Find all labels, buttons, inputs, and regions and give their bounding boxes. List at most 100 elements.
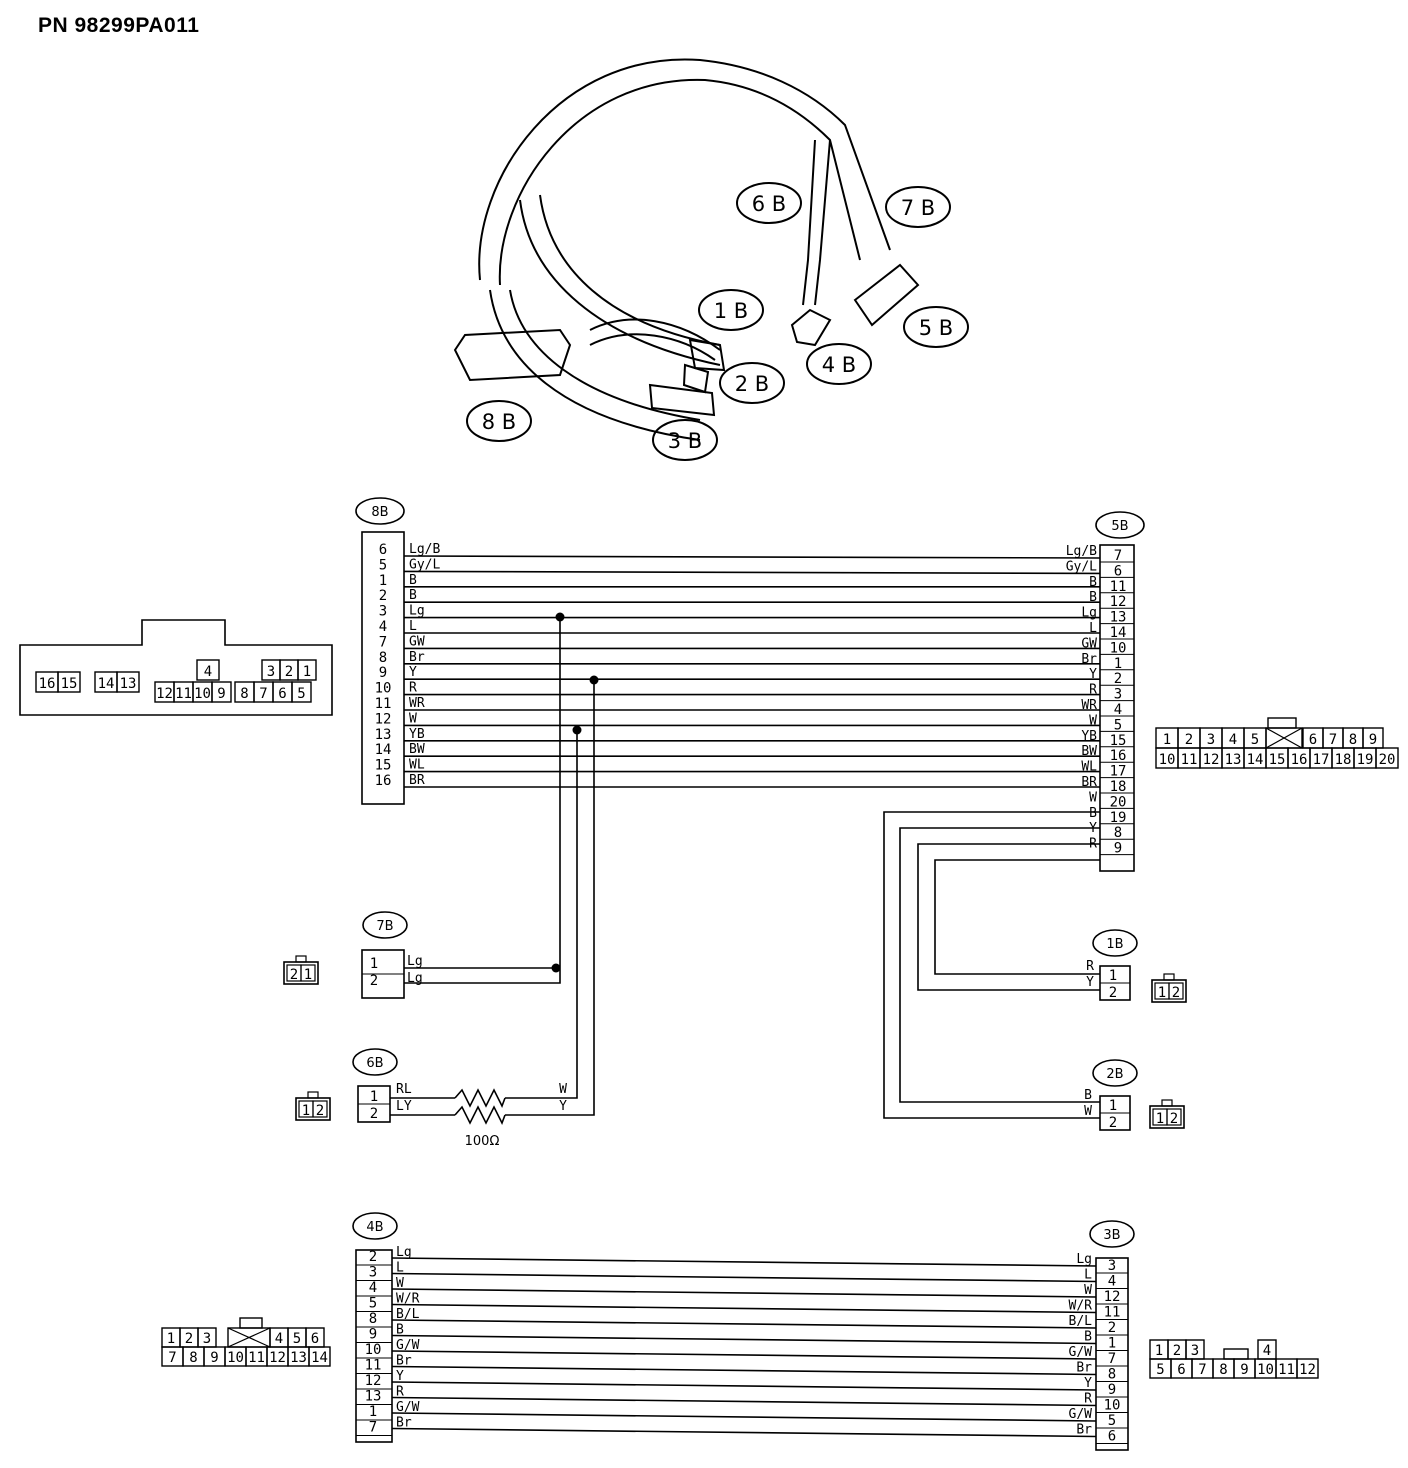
connector-8b-id-ring [355, 497, 405, 525]
bottom-wire-8 [391, 1381, 1097, 1391]
harness-tube-1 [498, 78, 861, 286]
face-5b-top-b-num-7: 7 [1329, 732, 1337, 748]
connector-4b-pin-13: 13 [365, 1389, 382, 1405]
face-8b-br2-num-8: 8 [240, 686, 248, 702]
face-5b-bottom-num-13: 13 [1225, 752, 1242, 768]
wire-2b-1: W [1084, 1104, 1092, 1119]
face-4b-bottom-num-13: 13 [290, 1350, 307, 1366]
wire-3b-10: G/W [1069, 1407, 1093, 1422]
face-4b-top-a-num-3: 3 [203, 1331, 211, 1347]
connector-8b-pin-10: 10 [375, 681, 392, 697]
part-number-title: PN 98299PA011 [38, 14, 200, 37]
connector-4b-pin-2: 2 [369, 1249, 377, 1265]
face-3b-bottom-cell-12 [1296, 1358, 1319, 1379]
connector-4b-pin-1: 1 [369, 1404, 377, 1420]
harness-callout-label-0: 6 B [752, 192, 786, 216]
face-4b-top-a-num-1: 1 [167, 1331, 175, 1347]
wire-5b-5: L [1089, 621, 1097, 636]
face-6b-latch [307, 1091, 319, 1099]
wire-5b-15: BR [1081, 775, 1097, 790]
main-wire-1 [403, 570, 1101, 575]
wire-4b-0: Lg [396, 1245, 412, 1260]
wire-4b-10: G/W [396, 1400, 420, 1415]
connector-5b-pin-17: 17 [1110, 764, 1127, 780]
face-5b-bottom-num-20: 20 [1379, 752, 1396, 768]
wire-5b-13: BW [1081, 744, 1097, 759]
face-8b-num-top-0: 4 [204, 664, 212, 680]
harness-callout-7 [652, 419, 718, 461]
connector-5b-pin-4: 4 [1114, 702, 1122, 718]
connector-5b-pin-13: 13 [1110, 610, 1127, 626]
wire-4b-6: G/W [396, 1338, 420, 1353]
face-5b-bottom-num-10: 10 [1159, 752, 1176, 768]
face-4b-latch [239, 1317, 263, 1329]
connector-4b-id: 4B [366, 1220, 383, 1235]
face-7b-cell-1 [300, 964, 316, 982]
face-3b-latch [1223, 1348, 1249, 1360]
wire-3b-1: L [1084, 1268, 1092, 1283]
face-8b-bl-cell-15 [57, 671, 81, 693]
connector-4b-pin-12: 12 [365, 1373, 382, 1389]
wire-3b-4: B/L [1069, 1314, 1093, 1329]
wire-1b-0: R [1086, 959, 1094, 974]
connector-8b-pin-11: 11 [375, 696, 392, 712]
connector-3b-pin-10: 10 [1104, 1398, 1121, 1414]
connector-3b-id-ring [1089, 1220, 1135, 1248]
connector-8b-pin-16: 16 [375, 773, 392, 789]
wire-8b-5: L [409, 619, 417, 634]
face-3b-bottom-num-12: 12 [1299, 1362, 1316, 1378]
connector-3b-pin-5: 5 [1108, 1413, 1116, 1429]
branch-b-2b [899, 827, 1100, 1103]
harness-1b-plug [688, 338, 726, 372]
face-5b-bottom-num-11: 11 [1181, 752, 1198, 768]
splice-lg [555, 612, 565, 622]
wire-4b-3: W/R [396, 1292, 420, 1307]
wire-1b-1: Y [1086, 975, 1094, 990]
wire-4b-11: Br [396, 1416, 412, 1431]
wire-6b-left-0: RL [396, 1082, 412, 1097]
face-5b-bottom-num-19: 19 [1357, 752, 1374, 768]
connector-8b-id: 8B [371, 505, 388, 520]
wire-7b-0: Lg [407, 954, 423, 969]
branch-y-1b [917, 843, 1100, 991]
bottom-wire-3 [391, 1303, 1097, 1314]
splice-r [589, 675, 599, 685]
face-4b-bottom-num-8: 8 [189, 1350, 197, 1366]
connector-5b-pin-20: 20 [1110, 794, 1127, 810]
connector-2b-pin-2: 2 [1109, 1115, 1117, 1131]
connector-5b-id-ring [1095, 511, 1145, 539]
connector-3b-body [1095, 1257, 1129, 1451]
face-8b-top-num-3: 3 [267, 664, 275, 680]
wire-3b-2: W [1084, 1283, 1092, 1298]
face-8b-housing [19, 619, 333, 716]
face-5b-top-a-num-3: 3 [1207, 732, 1215, 748]
face-8b-br1-num-12: 12 [156, 686, 173, 702]
wire-4b-9: R [396, 1385, 404, 1400]
face-3b-bottom-num-5: 5 [1156, 1362, 1164, 1378]
bottom-wire-9 [391, 1396, 1097, 1407]
connector-5b-pin-15: 15 [1110, 733, 1127, 749]
face-2b-latch [1161, 1099, 1173, 1107]
connector-5b-pin-7: 7 [1114, 548, 1122, 564]
connector-8b-pin-12: 12 [375, 711, 392, 727]
connector-3b-pin-1: 1 [1108, 1336, 1116, 1352]
connector-5b-pin-2: 2 [1114, 671, 1122, 687]
connector-1b-id-ring [1092, 929, 1138, 957]
wire-3b-9: R [1084, 1392, 1092, 1407]
bottom-wire-11 [391, 1427, 1097, 1438]
face-7b-num-2: 2 [290, 967, 298, 983]
connector-4b-pin-10: 10 [365, 1342, 382, 1358]
face-4b-top-b-num-6: 6 [311, 1331, 319, 1347]
wire-5b-12: YB [1081, 729, 1097, 744]
face-8b-bl-num-16: 16 [39, 676, 56, 692]
face-4b-top-b-num-4: 4 [275, 1331, 283, 1347]
face-8b-bm-num-13: 13 [120, 676, 137, 692]
wire-5b-10: WR [1081, 698, 1097, 713]
wire-3b-6: G/W [1069, 1345, 1093, 1360]
bottom-wire-4 [391, 1319, 1097, 1329]
connector-3b-pin-4: 4 [1108, 1274, 1116, 1290]
connector-5b-pin-19: 19 [1110, 810, 1127, 826]
wire-8b-2: B [409, 573, 417, 588]
face-5b-bottom-num-17: 17 [1313, 752, 1330, 768]
